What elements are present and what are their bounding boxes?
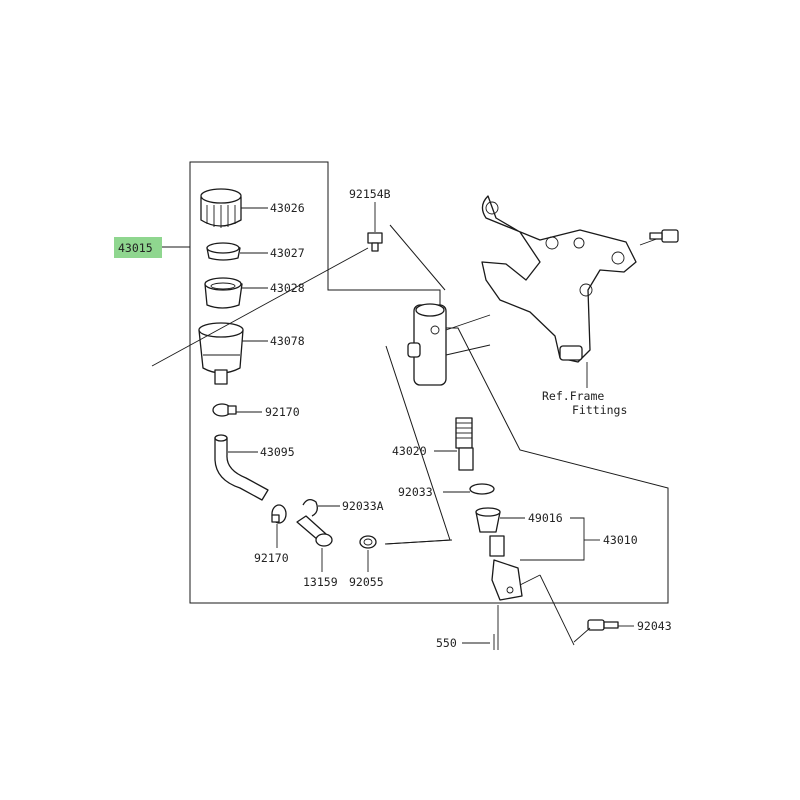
- label-92043[interactable]: 92043: [637, 619, 672, 633]
- label-ref-frame[interactable]: Ref.Frame: [542, 389, 604, 403]
- bracket-bolt: [649, 229, 679, 243]
- mount-axis-upper: [445, 314, 491, 331]
- label-550[interactable]: 550: [436, 636, 457, 650]
- label-43028[interactable]: 43028: [270, 281, 305, 295]
- cotter-pin: [493, 634, 499, 650]
- master-cylinder-box: [389, 224, 446, 291]
- label-92170-upper[interactable]: 92170: [265, 405, 300, 419]
- frame-bracket: [481, 195, 637, 363]
- reservoir-tank: [198, 322, 244, 385]
- o-ring-inner: [363, 538, 373, 546]
- label-49016[interactable]: 49016: [528, 511, 563, 525]
- diaphragm: [204, 277, 243, 309]
- clevis-pin: [587, 619, 619, 631]
- hose-joint: [296, 515, 333, 547]
- push-rod-clevis: [489, 535, 523, 601]
- reservoir-assembly-box: [189, 161, 669, 604]
- label-13159[interactable]: 13159: [303, 575, 338, 589]
- bracket-43010: [520, 517, 585, 561]
- dust-boot: [475, 507, 501, 533]
- hose-clamp-lower: [271, 504, 287, 524]
- highlight-43015: [114, 237, 162, 258]
- label-43010[interactable]: 43010: [603, 533, 638, 547]
- label-92055[interactable]: 92055: [349, 575, 384, 589]
- label-92170-lower[interactable]: 92170: [254, 551, 289, 565]
- piston-spring: [455, 417, 474, 471]
- label-43020[interactable]: 43020: [392, 444, 427, 458]
- label-92033[interactable]: 92033: [398, 485, 433, 499]
- pin-axis-2: [539, 574, 575, 646]
- label-43027[interactable]: 43027: [270, 246, 305, 260]
- master-cylinder-body: [407, 303, 447, 386]
- leader-92043-link: [573, 627, 591, 643]
- diaphragm-plate: [206, 242, 241, 261]
- hose-clamp-upper: [212, 403, 237, 417]
- label-43095[interactable]: 43095: [260, 445, 295, 459]
- label-43015[interactable]: 43015: [118, 241, 153, 255]
- pin-axis: [519, 574, 541, 586]
- circlip: [469, 483, 495, 495]
- label-92033a[interactable]: 92033A: [342, 499, 384, 513]
- bolt-axis-line: [151, 247, 369, 367]
- o-ring: [359, 535, 377, 549]
- label-43078[interactable]: 43078: [270, 334, 305, 348]
- mounting-bolt: [367, 232, 383, 252]
- connector-line: [384, 539, 453, 545]
- mount-axis-lower: [445, 344, 491, 356]
- reservoir-cap: [200, 188, 242, 228]
- reservoir-hose: [214, 434, 269, 501]
- label-43026[interactable]: 43026: [270, 201, 305, 215]
- label-92154b[interactable]: 92154B: [349, 187, 391, 201]
- circlip-a: [302, 498, 318, 517]
- label-ref-fittings[interactable]: Fittings: [572, 403, 627, 417]
